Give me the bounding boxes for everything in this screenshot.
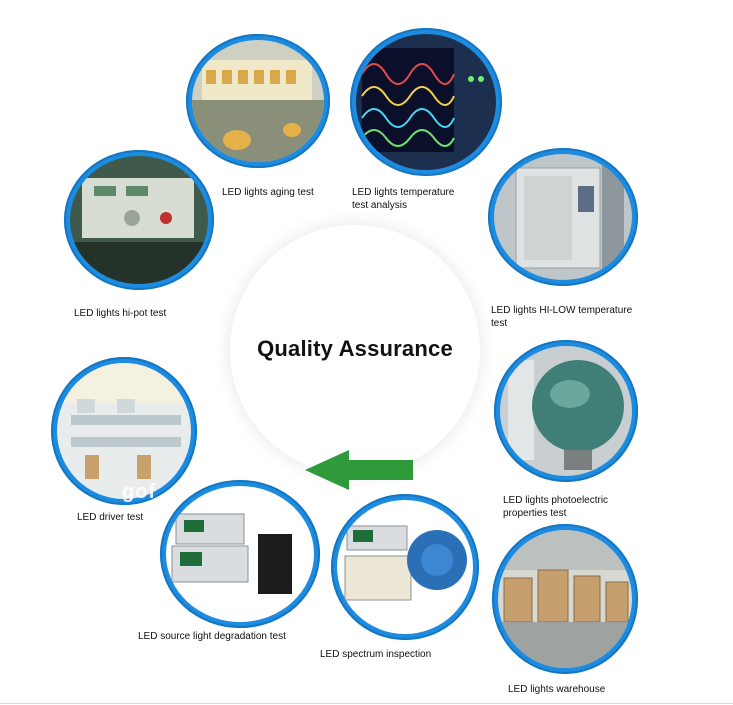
watermark-text: gof: [122, 481, 157, 503]
aging-test-label: LED lights aging test: [222, 187, 314, 198]
spectrum-inspection-label: LED spectrum inspection: [320, 649, 432, 660]
driver-test-label: LED driver test: [77, 512, 144, 523]
degradation-test-photo: [160, 480, 320, 628]
page-title: Quality Assurance: [257, 336, 453, 361]
temperature-analysis-label: LED lights temperature test analysis: [352, 187, 455, 211]
hi-pot-test-label: LED lights hi-pot test: [74, 308, 167, 319]
photoelectric-test-label: LED lights photoelectric properties test: [503, 495, 609, 519]
aging-test-photo: [186, 34, 330, 168]
center-circle: [230, 225, 480, 475]
hi-low-temperature-photo: [488, 148, 638, 286]
temperature-analysis-photo: [350, 28, 502, 176]
degradation-test-label: LED source light degradation test: [138, 631, 286, 642]
left-arrow-icon: [305, 450, 413, 490]
photoelectric-test-photo: [494, 340, 638, 482]
hi-pot-test-photo: [64, 150, 214, 290]
warehouse-label: LED lights warehouse: [508, 684, 606, 695]
warehouse-photo: [492, 524, 638, 674]
divider: [0, 703, 733, 704]
hi-low-temperature-label: LED lights HI-LOW temperature test: [491, 305, 633, 329]
driver-test-photo: [51, 357, 197, 505]
spectrum-inspection-photo: [331, 494, 479, 640]
